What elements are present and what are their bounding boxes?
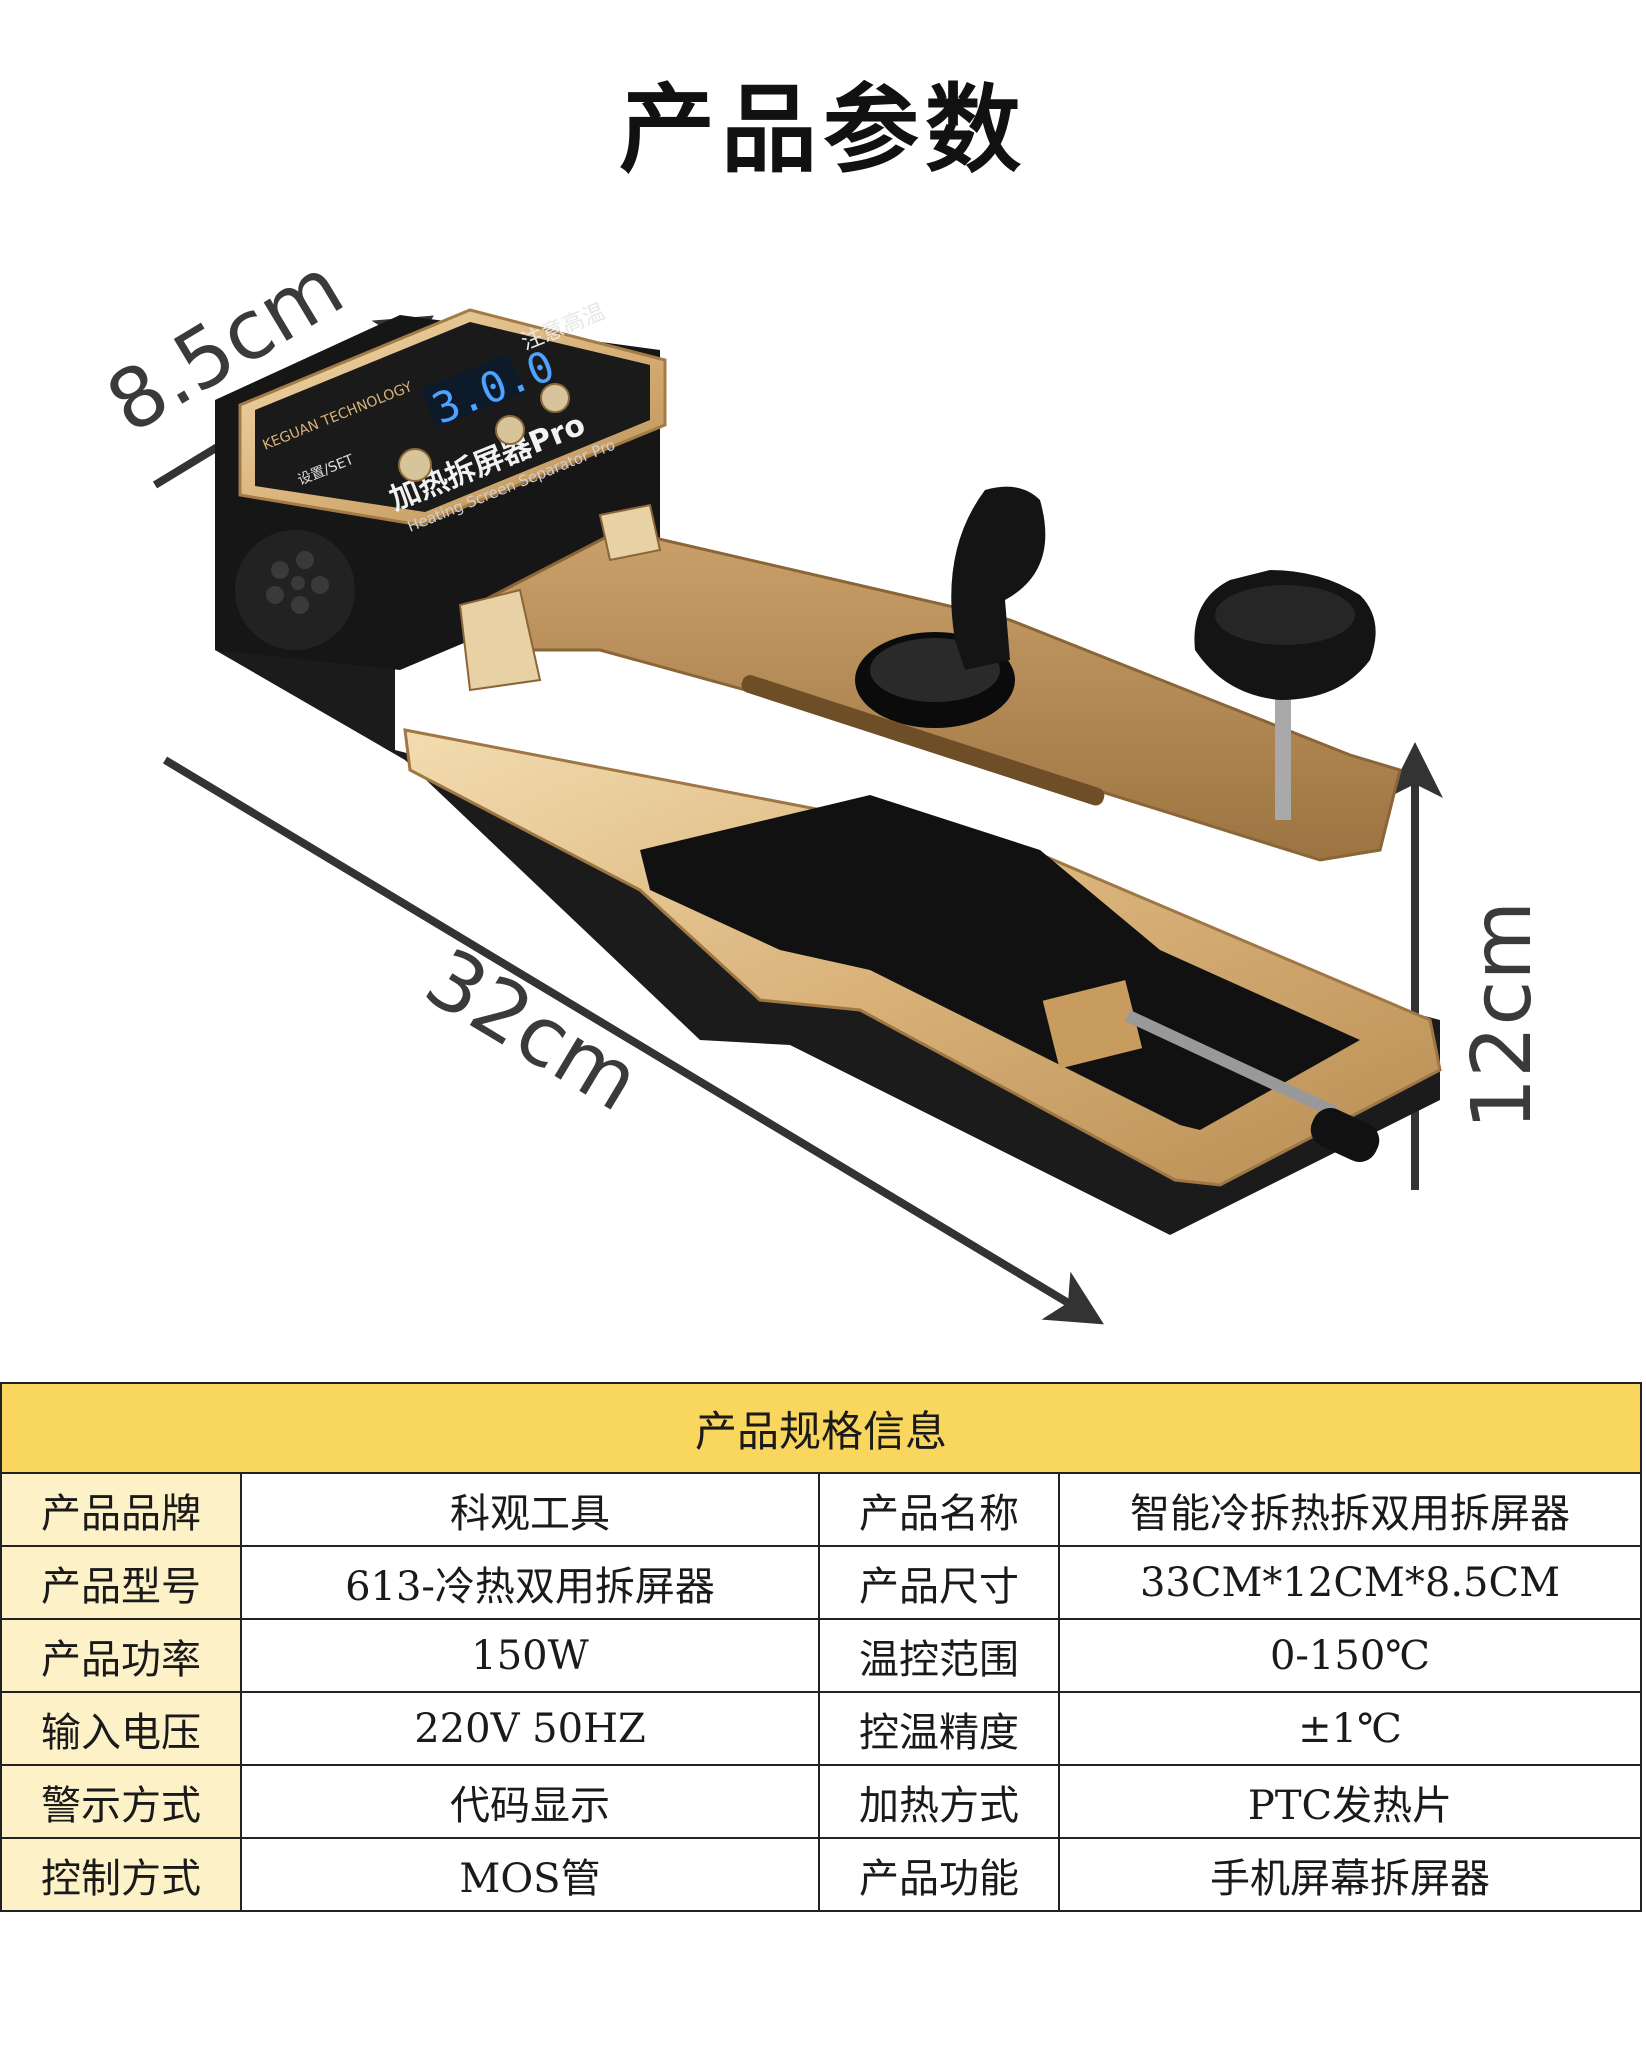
product-illustration: 8.5cm 32cm 12cm 3.0.0 注意高温 KEGUAN TECHNO… [91, 250, 1550, 1325]
label-model: 产品型号 [0, 1545, 242, 1620]
page-title: 产品参数 [619, 74, 1027, 186]
label-warning: 警示方式 [0, 1764, 242, 1839]
table-row: 警示方式 代码显示 加热方式 PTC发热片 [0, 1764, 1643, 1839]
label-voltage: 输入电压 [0, 1691, 242, 1766]
label-temp-accuracy: 控温精度 [818, 1691, 1060, 1766]
value-size: 33CM*12CM*8.5CM [1057, 1545, 1643, 1620]
side-knob [1310, 1108, 1380, 1162]
value-power: 150W [240, 1618, 820, 1693]
label-function: 产品功能 [818, 1837, 1060, 1912]
value-warning: 代码显示 [240, 1764, 820, 1839]
screw-rod [1275, 680, 1291, 820]
value-temp-range: 0-150℃ [1057, 1618, 1643, 1693]
label-temp-range: 温控范围 [818, 1618, 1060, 1693]
value-brand: 科观工具 [240, 1472, 820, 1547]
label-product-name: 产品名称 [818, 1472, 1060, 1547]
table-row: 产品功率 150W 温控范围 0-150℃ [0, 1618, 1643, 1693]
table-row: 产品品牌 科观工具 产品名称 智能冷拆热拆双用拆屏器 [0, 1472, 1643, 1547]
label-size: 产品尺寸 [818, 1545, 1060, 1620]
spec-table: 产品规格信息 产品品牌 科观工具 产品名称 智能冷拆热拆双用拆屏器 产品型号 6… [0, 1382, 1643, 1912]
value-model: 613-冷热双用拆屏器 [240, 1545, 820, 1620]
label-heating: 加热方式 [818, 1764, 1060, 1839]
value-voltage: 220V 50HZ [240, 1691, 820, 1766]
value-product-name: 智能冷拆热拆双用拆屏器 [1057, 1472, 1643, 1547]
length-arrow [162, 756, 1104, 1325]
value-temp-accuracy: ±1℃ [1057, 1691, 1643, 1766]
value-heating: PTC发热片 [1057, 1764, 1643, 1839]
label-brand: 产品品牌 [0, 1472, 242, 1547]
value-control: MOS管 [240, 1837, 820, 1912]
table-row: 产品型号 613-冷热双用拆屏器 产品尺寸 33CM*12CM*8.5CM [0, 1545, 1643, 1620]
table-row: 控制方式 MOS管 产品功能 手机屏幕拆屏器 [0, 1837, 1643, 1912]
label-control: 控制方式 [0, 1837, 242, 1912]
table-row: 输入电压 220V 50HZ 控温精度 ±1℃ [0, 1691, 1643, 1766]
value-function: 手机屏幕拆屏器 [1057, 1837, 1643, 1912]
label-power: 产品功率 [0, 1618, 242, 1693]
height-label: 12cm [1455, 901, 1550, 1130]
table-header: 产品规格信息 [0, 1382, 1643, 1474]
lever-handle [951, 486, 1046, 670]
